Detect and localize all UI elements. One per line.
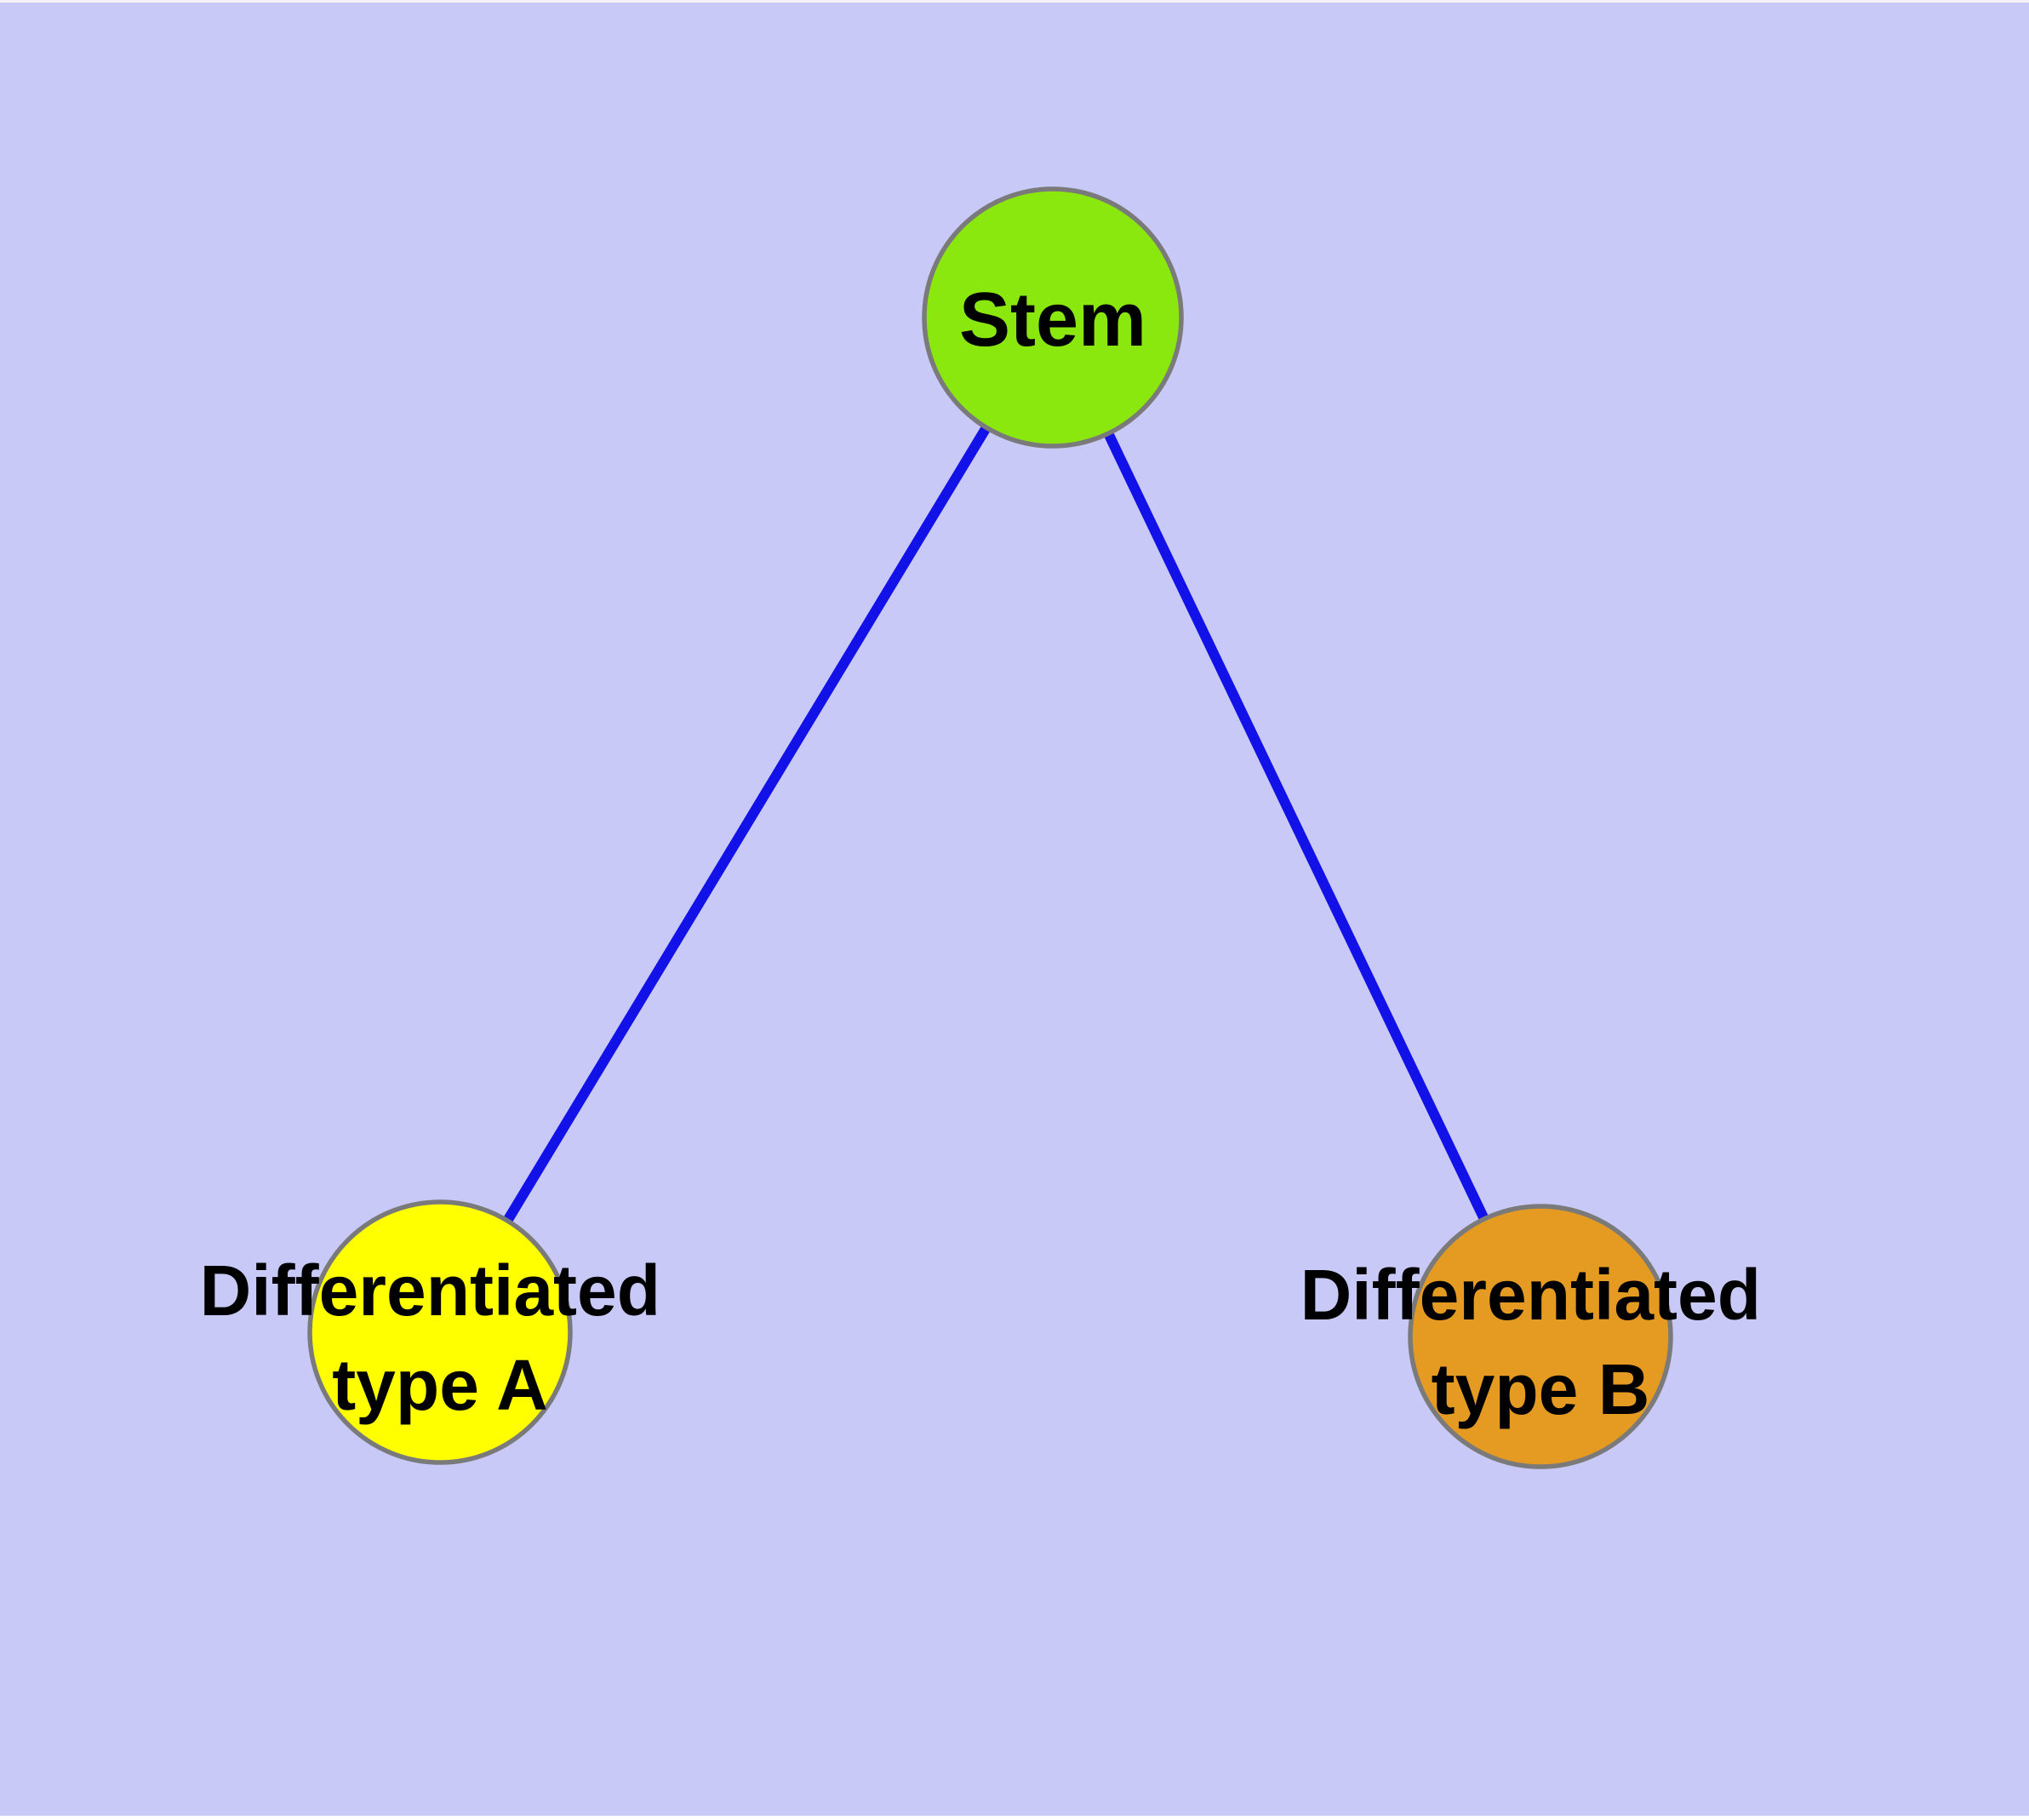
edge-stem-to-type-a xyxy=(435,314,1058,1336)
node-stem-label: Stem xyxy=(959,278,1146,363)
top-margin-strip xyxy=(0,0,2029,3)
node-stem[interactable] xyxy=(922,186,1184,449)
node-differentiated-type-b[interactable] xyxy=(1408,1204,1673,1469)
node-differentiated-type-a-label: Differentiated type A xyxy=(200,1251,681,1425)
edge-stem-to-type-b xyxy=(1048,315,1546,1339)
node-differentiated-type-a[interactable] xyxy=(307,1199,573,1465)
node-differentiated-type-a-label-line1: Differentiated xyxy=(200,1251,660,1331)
node-differentiated-type-b-label-line1: Differentiated xyxy=(1300,1255,1761,1335)
node-differentiated-type-a-label-line2: type A xyxy=(332,1345,548,1425)
node-differentiated-type-b-label-line2: type B xyxy=(1432,1349,1650,1429)
node-differentiated-type-b-label: Differentiated type B xyxy=(1300,1255,1781,1429)
